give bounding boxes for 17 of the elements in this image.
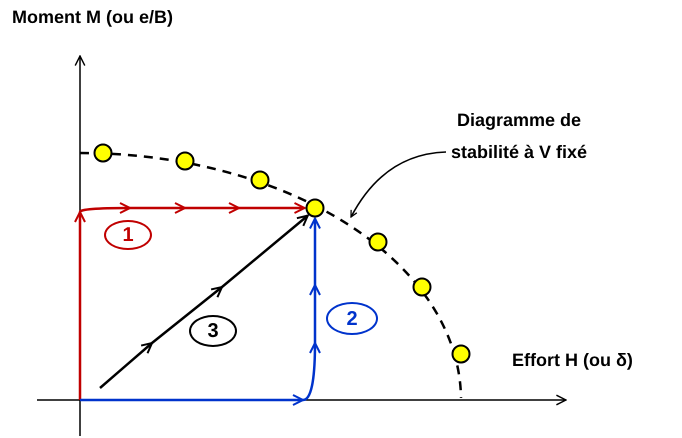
load-path-arrow: [74, 202, 305, 400]
data-point: [94, 144, 112, 162]
leader-arrow: [350, 151, 446, 218]
data-point: [412, 278, 432, 296]
load-path-arrow: [80, 218, 321, 406]
data-point: [452, 344, 470, 364]
data-point: [250, 170, 270, 190]
callout-text: Diagramme de stabilité à V fixé: [448, 104, 590, 168]
axis-label: Moment M (ou e/B): [12, 6, 173, 29]
data-point: [368, 232, 388, 252]
data-point: [306, 198, 324, 218]
load-path-arrow: [99, 214, 309, 389]
data-point: [176, 152, 194, 170]
axis-label: Effort H (ou δ): [512, 349, 633, 372]
step-number: 2: [326, 302, 378, 335]
step-number: 1: [104, 220, 152, 250]
step-number: 3: [189, 315, 237, 347]
